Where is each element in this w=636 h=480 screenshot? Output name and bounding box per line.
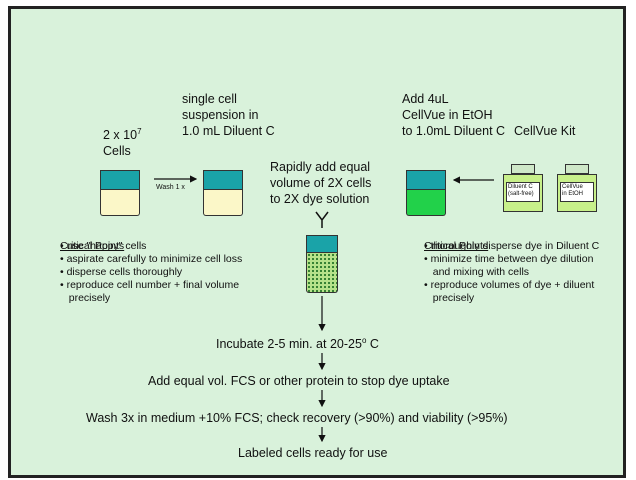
add-dye-line-2: CellVue in EtOH xyxy=(402,108,493,122)
ready-step: Labeled cells ready for use xyxy=(238,446,388,460)
cells-count-label: 2 x 107 xyxy=(103,126,142,142)
critical-right-title: Critical Points xyxy=(424,240,489,252)
critical-left-item: • aspirate carefully to minimize cell lo… xyxy=(60,253,243,265)
add-dye-line-1: Add 4uL xyxy=(402,92,449,106)
critical-points-left: Critical Points • use "happy" cells • as… xyxy=(60,240,242,305)
rapidly-add-line-2: volume of 2X cells xyxy=(270,176,372,190)
tube-1-body xyxy=(100,190,140,216)
critical-left-item: precisely xyxy=(60,292,111,304)
bottle-1-cap xyxy=(511,164,535,174)
wash-label: Wash 1 x xyxy=(156,184,185,191)
single-cell-line-3: 1.0 mL Diluent C xyxy=(182,124,275,138)
tube-3-body xyxy=(406,190,446,216)
critical-left-item: • reproduce cell number + final volume xyxy=(60,279,240,291)
critical-left-item: • use "happy" cells xyxy=(60,240,147,252)
tube-2-body xyxy=(203,190,243,216)
add-dye-line-3: to 1.0mL Diluent C xyxy=(402,124,506,138)
wash-step: Wash 3x in medium +10% FCS; check recove… xyxy=(86,411,508,425)
rapidly-add-line-1: Rapidly add equal xyxy=(270,160,371,174)
critical-right-item: • minimize time between dye dilution xyxy=(424,253,594,265)
bottle-1-label: Diluent C(salt-free) xyxy=(506,182,540,202)
tube-1-cap xyxy=(100,170,140,190)
critical-left-title: Critical Points xyxy=(60,240,125,252)
single-cell-line-2: suspension in xyxy=(182,108,259,122)
tube-2-cap xyxy=(203,170,243,190)
kit-label: CellVue Kit xyxy=(514,124,576,138)
incubate-step: Incubate 2-5 min. at 20-25o C xyxy=(216,335,379,351)
tube-mix-cap xyxy=(306,235,338,253)
add-fcs-step: Add equal vol. FCS or other protein to s… xyxy=(148,374,450,388)
critical-right-item: precisely xyxy=(424,292,475,304)
critical-right-item: • reproduce volumes of dye + diluent xyxy=(424,279,595,291)
critical-points-right: Critical Points • thoroughly disperse dy… xyxy=(424,240,599,305)
critical-right-item: and mixing with cells xyxy=(424,266,530,278)
tube-mix-body xyxy=(306,253,338,293)
bottle-2-cap xyxy=(565,164,589,174)
critical-right-item: • thoroughly disperse dye in Diluent C xyxy=(424,240,600,252)
merge-arrow xyxy=(315,211,329,228)
rapidly-add-line-3: to 2X dye solution xyxy=(270,192,370,206)
cells-word-label: Cells xyxy=(103,144,131,158)
tube-3-cap xyxy=(406,170,446,190)
single-cell-line-1: single cell xyxy=(182,92,237,106)
critical-left-item: • disperse cells thoroughly xyxy=(60,266,183,278)
